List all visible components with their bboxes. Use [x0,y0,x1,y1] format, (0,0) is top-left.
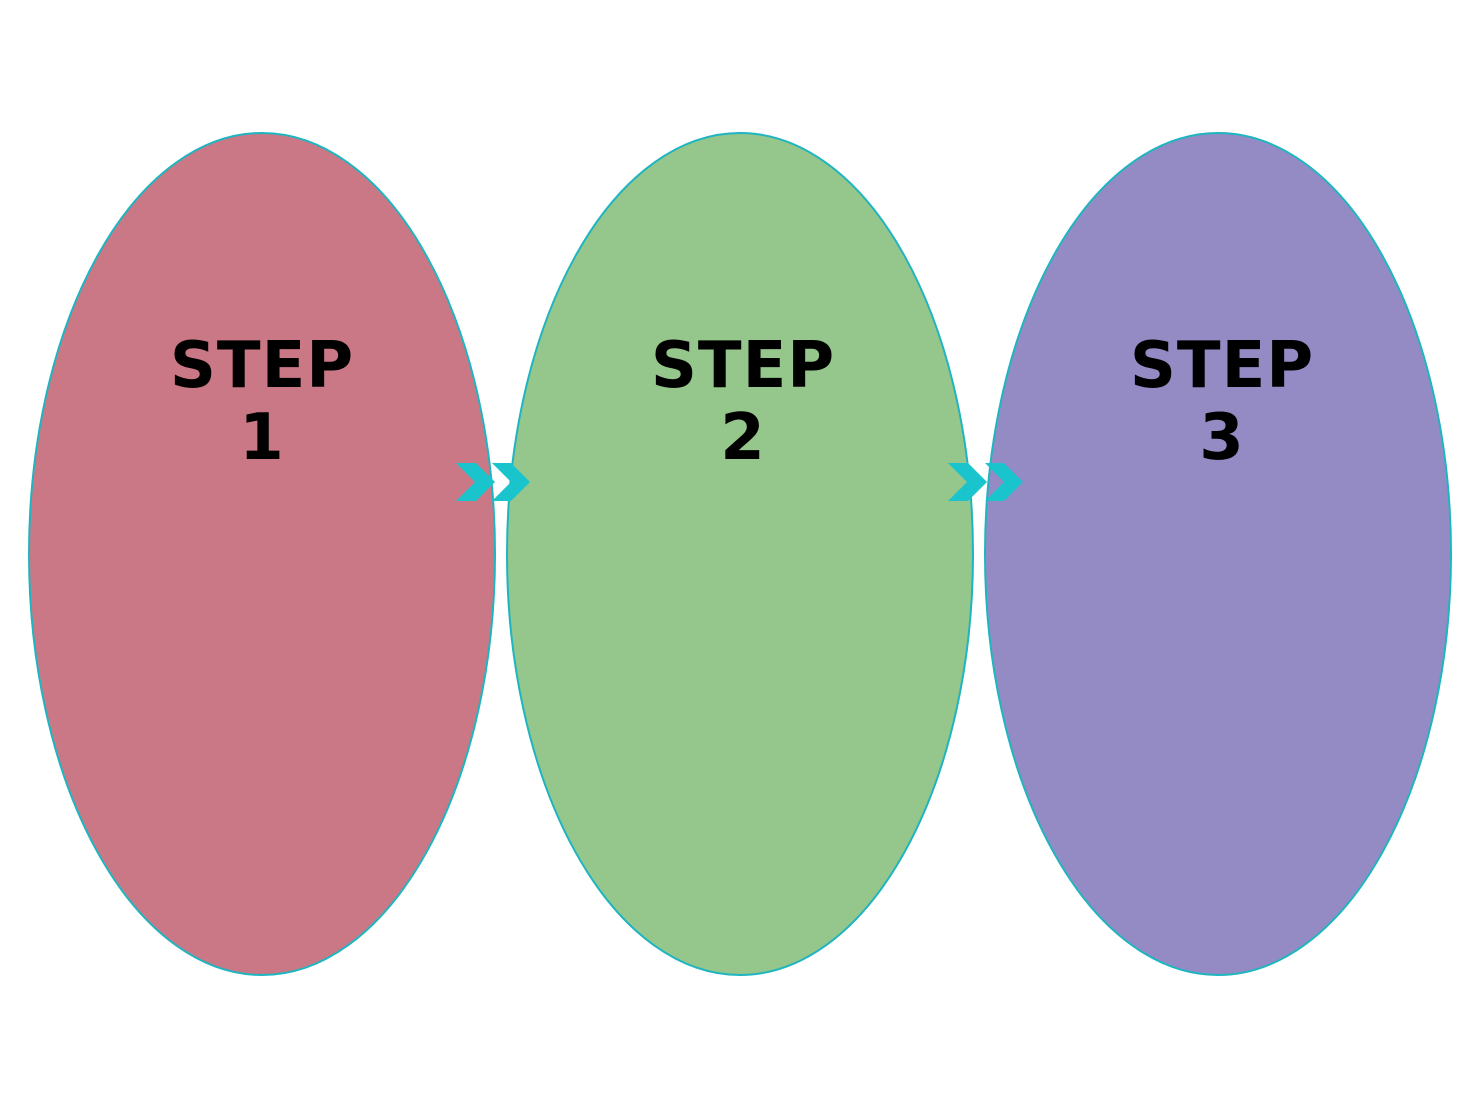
step-3-ellipse [984,132,1452,976]
double-chevron-right-icon [456,463,530,501]
step-1-word: STEP [169,329,355,403]
step-1-label: STEP 1 [112,330,412,474]
step-3-label: STEP 3 [1072,330,1372,474]
step-1-number: 1 [239,401,285,475]
step-2-number: 2 [720,401,766,475]
step-2-label: STEP 2 [593,330,893,474]
step-2-word: STEP [650,329,836,403]
step-1-ellipse [28,132,496,976]
double-chevron-right-icon [948,463,1023,501]
step-3-number: 3 [1199,401,1245,475]
step-3-word: STEP [1129,329,1315,403]
step-2-ellipse [506,132,974,976]
